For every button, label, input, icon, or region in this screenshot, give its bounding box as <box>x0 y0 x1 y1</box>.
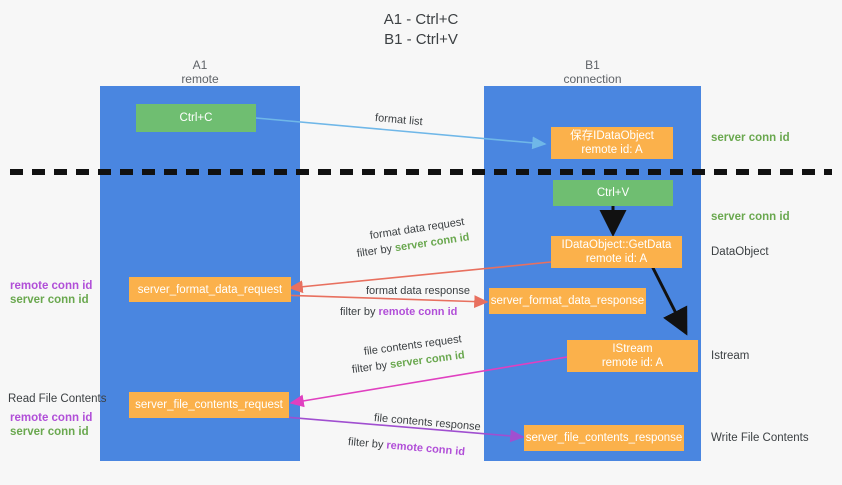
right-label-write-file-contents: Write File Contents <box>711 432 809 444</box>
node-server-format-data-request-label: server_format_data_request <box>137 283 283 296</box>
title-line-2: B1 - Ctrl+V <box>384 31 458 48</box>
node-ctrl-c-label: Ctrl+C <box>179 112 213 124</box>
right-label-istream: Istream <box>711 350 750 362</box>
node-server-file-contents-response-label: server_file_contents_response <box>525 432 683 444</box>
lane-b1-name: B1 <box>585 58 600 72</box>
node-server-file-contents-request-label: server_file_contents_request <box>135 399 283 411</box>
lane-b1-sub: connection <box>563 72 622 86</box>
node-save-idataobject-line1: 保存IDataObject <box>570 130 654 142</box>
node-istream-line1: IStream <box>612 343 653 355</box>
edge-label-format-list: format list <box>374 112 424 129</box>
node-server-format-data-request[interactable]: server_format_data_request <box>129 277 291 302</box>
node-server-format-data-response-label: server_format_data_response <box>490 295 645 307</box>
diagram-title: A1 - Ctrl+C B1 - Ctrl+V <box>0 10 842 50</box>
node-ctrl-c[interactable]: Ctrl+C <box>136 104 256 132</box>
right-label-server-conn-id-mid: server conn id <box>711 211 790 223</box>
edge-label-format-data-response-filter: filter by remote conn id <box>340 305 457 320</box>
left-label-read-file-contents: Read File Contents <box>8 393 107 405</box>
node-idataobject-getdata[interactable]: IDataObject::GetData remote id: A <box>551 236 682 268</box>
node-server-file-contents-request[interactable]: server_file_contents_request <box>129 392 289 418</box>
right-label-dataobject: DataObject <box>711 246 769 258</box>
node-getdata-line2: remote id: A <box>585 253 648 265</box>
node-save-idataobject[interactable]: 保存IDataObject remote id: A <box>551 127 673 159</box>
edge-label-file-contents-response-filter: filter by remote conn id <box>347 435 466 460</box>
left-label-remote-conn-id-1: remote conn id <box>10 280 93 292</box>
node-istream[interactable]: IStream remote id: A <box>567 340 698 372</box>
lane-header-a1: A1 remote <box>100 58 300 86</box>
left-label-server-conn-id-1: server conn id <box>10 294 89 306</box>
left-label-server-conn-id-2: server conn id <box>10 426 89 438</box>
filter-prefix-4: filter by <box>347 436 387 452</box>
title-line-1: A1 - Ctrl+C <box>383 11 459 28</box>
node-save-idataobject-line2: remote id: A <box>581 144 643 156</box>
node-istream-line2: remote id: A <box>601 357 664 369</box>
right-label-server-conn-id-top: server conn id <box>711 132 790 144</box>
lane-header-b1: B1 connection <box>484 58 701 86</box>
node-server-format-data-response[interactable]: server_format_data_response <box>489 288 646 314</box>
edge-label-format-data-response: format data response <box>366 285 470 297</box>
filter-key-remote-conn-id-2: remote conn id <box>385 439 466 459</box>
node-ctrl-v-label: Ctrl+V <box>596 187 630 199</box>
filter-key-remote-conn-id-1: remote conn id <box>378 306 458 318</box>
left-label-remote-conn-id-2: remote conn id <box>10 412 93 424</box>
lane-a1-name: A1 <box>192 58 208 72</box>
filter-prefix-2: filter by <box>340 306 379 318</box>
node-server-file-contents-response[interactable]: server_file_contents_response <box>524 425 684 451</box>
filter-prefix-3: filter by <box>351 359 391 376</box>
lane-a1-sub: remote <box>181 72 219 86</box>
node-getdata-line1: IDataObject::GetData <box>561 239 672 251</box>
edge-label-file-contents-response: file contents response <box>373 412 482 434</box>
node-ctrl-v[interactable]: Ctrl+V <box>553 180 673 206</box>
filter-prefix-1: filter by <box>356 242 396 260</box>
